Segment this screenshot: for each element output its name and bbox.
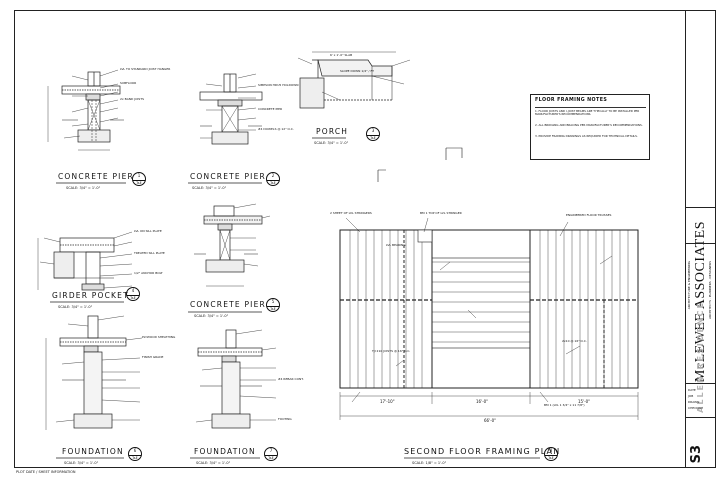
plan-callout-6: BM 1 (LVL 1 3/4" x 11 7/8")	[544, 403, 585, 407]
detail-title-concrete-pier-1: CONCRETE PIER	[58, 172, 134, 181]
drawing-sheet-border	[14, 10, 686, 468]
notes-item: 1. FLOOR JOISTS AND I-JOIST BEAMS ARE TY…	[535, 109, 640, 117]
detail-title-foundation-1: FOUNDATION	[62, 447, 124, 456]
plan-callout-3: LVL BEARING	[386, 243, 406, 247]
detail-scale-1: SCALE: 3/4" = 1'-0"	[66, 186, 101, 190]
callout-pier-2: SUBFLOOR	[120, 81, 137, 85]
callout-girder-3: 1/2" ANCHOR BOLT	[134, 271, 163, 275]
callout-porch-1: 6' x 1'-0" SLAB	[330, 53, 353, 57]
project-name: ALLEN RESIDENCE	[696, 301, 705, 413]
callout-found-3: #4 REBAR CONT.	[278, 377, 304, 381]
callout-pier-6: #4 DOWELS @ 12" O.C.	[258, 127, 294, 131]
plan-callout-2: BM 1 TOP OF LVL STRINGER	[420, 211, 462, 215]
tb-row-checked: CHECKED	[688, 406, 703, 410]
firm-subtitle-2: ARCHITECTS · PLANNERS · DESIGNERS	[708, 261, 712, 319]
detail-foundation-1-drawing	[45, 315, 143, 430]
detail-title-concrete-pier-2: CONCRETE PIER	[190, 172, 266, 181]
detail-scale-6: SCALE: 3/4" = 1'-0"	[64, 461, 99, 465]
detail-scale-5: SCALE: 3/4" = 1'-0"	[194, 314, 229, 318]
detail-scale-7: SCALE: 3/4" = 1'-0"	[196, 461, 231, 465]
tb-row-date: DATE	[688, 388, 696, 392]
callout-found-2: FINISH GRADE	[142, 355, 164, 359]
plan-dim-4: 66'-0"	[484, 418, 497, 423]
framing-plan-drawing	[339, 217, 639, 420]
callout-found-1: PLYWOOD SHEATHING	[142, 335, 176, 339]
detail-title-framing-plan: SECOND FLOOR FRAMING PLAN	[404, 447, 561, 456]
plan-dim-3: 15'-0"	[578, 399, 591, 404]
callout-pier-4: SIMPSON HDU5 HOLDOWN	[258, 83, 299, 87]
tb-row-drawn: DRAWN	[688, 400, 700, 404]
notes-item: 3. PROVIDE FRAMING DRAWINGS AS REQUIRED …	[535, 134, 638, 138]
title-block: McLEWEE ASSOCIATES ARCHITECTURE & ENGINE…	[686, 10, 716, 468]
key-plan-small	[377, 147, 463, 182]
detail-scale-3: SCALE: 3/4" = 1'-0"	[314, 141, 349, 145]
plan-dim-2: 16'-0"	[476, 399, 489, 404]
detail-title-foundation-2: FOUNDATION	[194, 447, 256, 456]
callout-pier-5: CONCRETE PIER	[258, 107, 283, 111]
plan-callout-1: 2 SHEET OF LVL STRINGERS	[330, 211, 372, 215]
detail-girder-pocket-drawing	[37, 231, 133, 291]
detail-scale-4: SCALE: 3/4" = 1'-0"	[58, 305, 93, 309]
plan-callout-7: 2x10 @ 16" O.C.	[562, 339, 587, 343]
detail-concrete-pier-1-drawing	[47, 69, 124, 151]
detail-scale-8: SCALE: 1/8" = 1'-0"	[412, 461, 447, 465]
detail-foundation-2-drawing	[195, 329, 277, 429]
detail-concrete-pier-2-drawing	[199, 73, 263, 145]
callout-pier-3: 2x BAND JOISTS	[120, 97, 145, 101]
plan-dim-1: 17'-10"	[380, 399, 395, 404]
floor-framing-notes: FLOOR FRAMING NOTES 1. FLOOR JOISTS AND …	[530, 94, 650, 160]
plan-callout-4: TJI 210 JOISTS @ 16" O.C.	[372, 349, 411, 353]
tb-row-job: JOB	[688, 394, 694, 398]
sheet-number: S3	[689, 444, 704, 463]
notes-item: 2. ALL BRIDGING AND BRACING PER MANUFACT…	[535, 123, 643, 127]
notes-title: FLOOR FRAMING NOTES	[535, 98, 608, 103]
callout-porch-2: SLOPE DOWN 1/4" / FT	[340, 69, 374, 73]
detail-title-girder-pocket: GIRDER POCKET	[52, 291, 129, 300]
detail-porch-drawing	[297, 51, 411, 109]
callout-girder-1: LVL ON SILL PLATE	[134, 229, 162, 233]
notes-divider	[535, 107, 646, 108]
firm-subtitle: ARCHITECTURE & ENGINEERING	[687, 261, 691, 310]
detail-title-porch: PORCH	[316, 127, 349, 136]
detail-concrete-pier-3-drawing	[194, 203, 271, 287]
detail-title-concrete-pier-3: CONCRETE PIER	[190, 300, 266, 309]
detail-scale-2: SCALE: 3/4" = 1'-0"	[192, 186, 227, 190]
plot-footer: PLOT DATE / SHEET INFORMATION	[16, 470, 76, 474]
callout-found-4: FOOTING	[278, 417, 292, 421]
callout-girder-2: TREATED SILL PLATE	[134, 251, 165, 255]
callout-pier-1: LVL TO STANDARD JOIST HANGER	[120, 67, 171, 71]
plan-callout-5: ENGINEERED FLOOR TRUSSES	[566, 213, 612, 217]
